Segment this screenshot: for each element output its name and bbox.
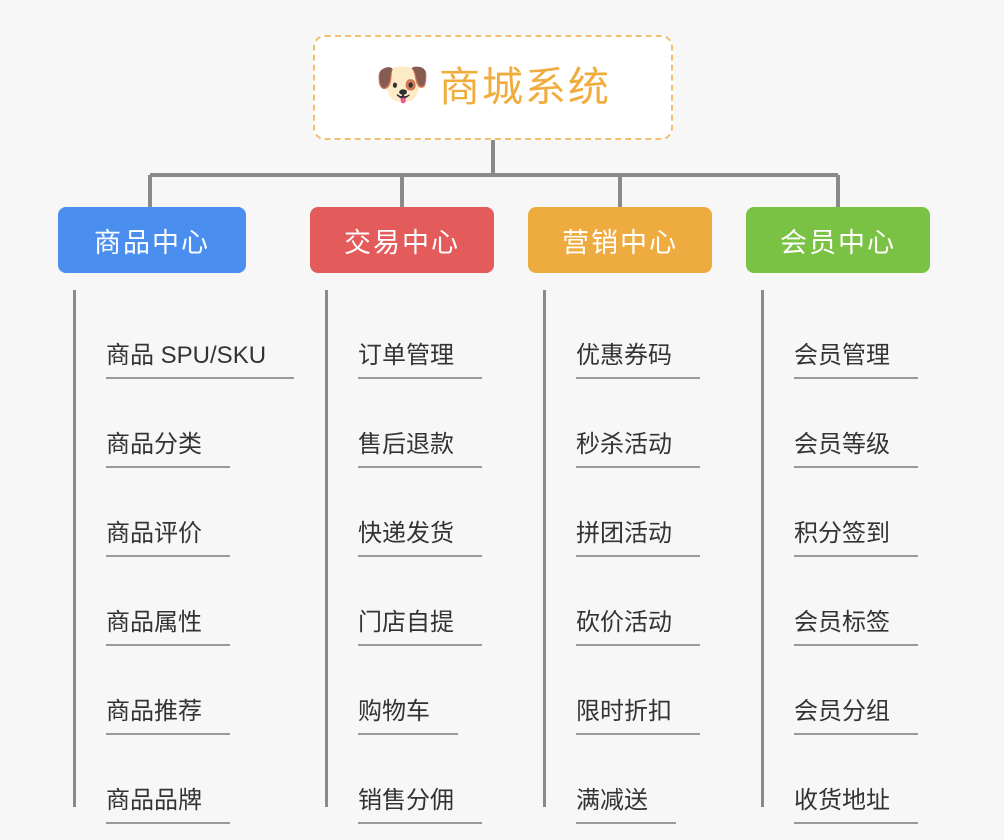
branch-product-center: 商品中心 商品 SPU/SKU 商品分类 商品评价 商品属性 商品推荐 商品品牌 [58,207,295,824]
leaf-item[interactable]: 商品评价 [58,468,246,557]
branch-items-member-center: 会员管理 会员等级 积分签到 会员标签 会员分组 收货地址 [746,273,930,824]
leaf-label: 商品分类 [106,433,230,468]
leaf-label: 限时折扣 [576,700,700,735]
leaf-item[interactable]: 销售分佣 [310,735,494,824]
leaf-label: 商品品牌 [106,789,230,824]
leaf-label: 会员管理 [794,344,918,379]
leaf-item[interactable]: 商品 SPU/SKU [58,290,295,379]
branch-trade-center: 交易中心 订单管理 售后退款 快递发货 门店自提 购物车 销售分佣 [310,207,494,824]
branch-header-product-center[interactable]: 商品中心 [58,207,246,273]
leaf-label: 订单管理 [358,344,482,379]
leaf-item[interactable]: 限时折扣 [528,646,712,735]
leaf-item[interactable]: 商品品牌 [58,735,246,824]
branch-trunk-line [761,290,764,807]
leaf-label: 满减送 [576,789,676,824]
branch-items-trade-center: 订单管理 售后退款 快递发货 门店自提 购物车 销售分佣 [310,273,494,824]
branch-header-label: 会员中心 [780,227,896,258]
branch-marketing-center: 营销中心 优惠券码 秒杀活动 拼团活动 砍价活动 限时折扣 满减送 [528,207,712,824]
leaf-item[interactable]: 订单管理 [310,290,494,379]
leaf-label: 优惠券码 [576,344,700,379]
leaf-label: 商品推荐 [106,700,230,735]
leaf-item[interactable]: 满减送 [528,735,712,824]
leaf-item[interactable]: 门店自提 [310,557,494,646]
leaf-label: 商品属性 [106,611,230,646]
leaf-label: 购物车 [358,700,458,735]
branch-header-label: 交易中心 [344,227,460,258]
leaf-label: 门店自提 [358,611,482,646]
branch-items-marketing-center: 优惠券码 秒杀活动 拼团活动 砍价活动 限时折扣 满减送 [528,273,712,824]
leaf-label: 商品 SPU/SKU [106,344,295,379]
leaf-label: 销售分佣 [358,789,482,824]
root-title: 商城系统 [439,64,611,110]
branch-header-marketing-center[interactable]: 营销中心 [528,207,712,273]
branch-header-label: 营销中心 [562,227,678,258]
dog-face-icon: 🐶 [375,59,430,109]
leaf-item[interactable]: 优惠券码 [528,290,712,379]
root-node[interactable]: 🐶 商城系统 [313,35,673,140]
branch-trunk-line [73,290,76,807]
leaf-item[interactable]: 砍价活动 [528,557,712,646]
branch-trunk-line [543,290,546,807]
leaf-label: 砍价活动 [576,611,700,646]
leaf-item[interactable]: 商品分类 [58,379,246,468]
leaf-label: 售后退款 [358,433,482,468]
leaf-item[interactable]: 拼团活动 [528,468,712,557]
leaf-label: 会员标签 [794,611,918,646]
leaf-item[interactable]: 秒杀活动 [528,379,712,468]
leaf-label: 收货地址 [794,789,918,824]
leaf-item[interactable]: 购物车 [310,646,494,735]
branch-header-label: 商品中心 [94,227,210,258]
leaf-item[interactable]: 积分签到 [746,468,930,557]
leaf-label: 会员等级 [794,433,918,468]
leaf-item[interactable]: 收货地址 [746,735,930,824]
leaf-label: 秒杀活动 [576,433,700,468]
leaf-item[interactable]: 会员管理 [746,290,930,379]
leaf-label: 会员分组 [794,700,918,735]
branch-trunk-line [325,290,328,807]
leaf-label: 商品评价 [106,522,230,557]
leaf-label: 快递发货 [358,522,482,557]
branch-header-trade-center[interactable]: 交易中心 [310,207,494,273]
leaf-item[interactable]: 会员标签 [746,557,930,646]
leaf-item[interactable]: 售后退款 [310,379,494,468]
branch-header-member-center[interactable]: 会员中心 [746,207,930,273]
leaf-item[interactable]: 商品属性 [58,557,246,646]
leaf-label: 积分签到 [794,522,918,557]
leaf-label: 拼团活动 [576,522,700,557]
leaf-item[interactable]: 会员分组 [746,646,930,735]
branch-member-center: 会员中心 会员管理 会员等级 积分签到 会员标签 会员分组 收货地址 [746,207,930,824]
leaf-item[interactable]: 商品推荐 [58,646,246,735]
branch-items-product-center: 商品 SPU/SKU 商品分类 商品评价 商品属性 商品推荐 商品品牌 [58,273,295,824]
leaf-item[interactable]: 快递发货 [310,468,494,557]
leaf-item[interactable]: 会员等级 [746,379,930,468]
